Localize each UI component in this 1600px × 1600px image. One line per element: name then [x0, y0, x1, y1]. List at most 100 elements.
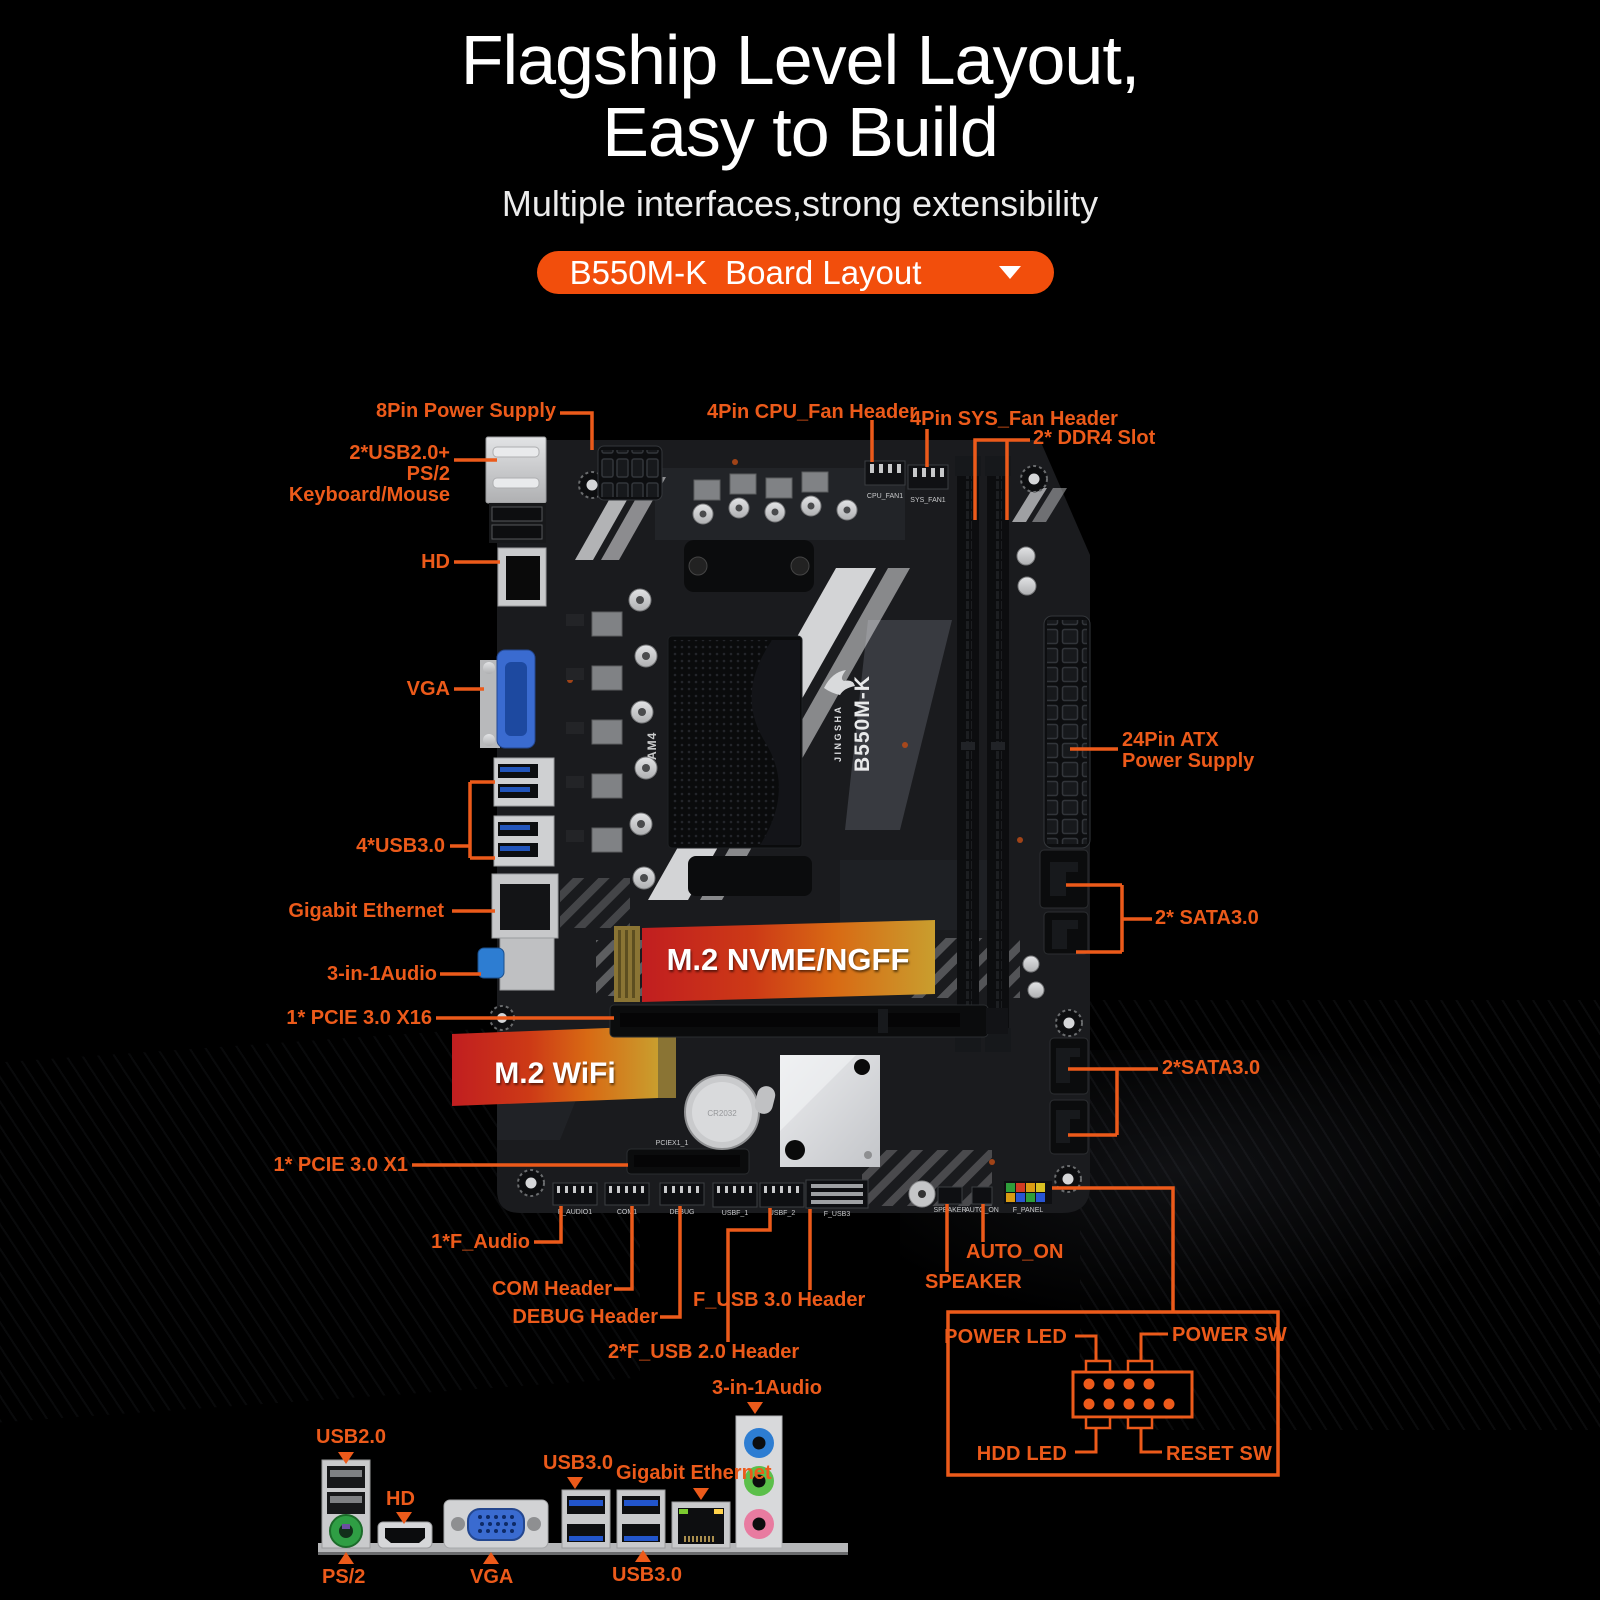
f-panel-header: [1004, 1181, 1052, 1204]
callout-sys-fan: 4Pin SYS_Fan Header: [910, 408, 1118, 430]
io-usb3-stack-1: [561, 1489, 611, 1549]
callout-f-usb2: 2*F_USB 2.0 Header: [608, 1341, 800, 1363]
vga-arrow-icon: [483, 1552, 499, 1564]
callout-usb2-line1: 2*USB2.0+: [349, 442, 450, 464]
svg-text:F_AUDIO1: F_AUDIO1: [558, 1209, 592, 1216]
callout-usb2-line3: Keyboard/Mouse: [288, 484, 450, 506]
board-layout-selector[interactable]: B550M-K Board Layout: [537, 251, 1054, 294]
socket-text: AM4: [645, 732, 659, 760]
io-usb2-ps2: [321, 1459, 371, 1549]
io-label-ps2: PS/2: [322, 1566, 366, 1588]
callout-pcie-x1: 1* PCIE 3.0 X1: [273, 1154, 408, 1176]
usb20-arrow-icon: [338, 1452, 354, 1464]
svg-text:DEBUG: DEBUG: [670, 1209, 695, 1216]
io-audio: [735, 1415, 783, 1549]
hd-arrow-icon: [396, 1512, 412, 1524]
cmos-battery: CR2032: [684, 1074, 760, 1150]
callout-sata-upper: 2* SATA3.0: [1155, 907, 1259, 929]
svg-text:COM1: COM1: [617, 1209, 637, 1216]
io-ethernet: [671, 1501, 731, 1549]
bottom-headers: CPU_FAN1 SYS_FAN1 F_AUDIO1 COM1 DEBUG US…: [552, 493, 1052, 1218]
callout-ethernet: Gigabit Ethernet: [288, 900, 444, 922]
callout-8pin-power: 8Pin Power Supply: [375, 400, 556, 422]
callout-f-usb3: F_USB 3.0 Header: [693, 1289, 866, 1311]
callout-com: COM Header: [491, 1278, 612, 1300]
io-label-usb20: USB2.0: [316, 1426, 387, 1448]
io-label-usb30-bottom: USB3.0: [612, 1564, 683, 1586]
svg-text:USBF_1: USBF_1: [722, 1210, 749, 1217]
cpu-fan-header: [864, 460, 906, 486]
page-title: Flagship Level Layout, Easy to Build: [0, 24, 1600, 168]
io-hdmi: [377, 1521, 433, 1549]
chipset-heatsink: [780, 1055, 880, 1167]
fp-hdd-led-label: HDD LED: [976, 1443, 1067, 1465]
svg-text:CPU_FAN1: CPU_FAN1: [867, 493, 903, 500]
callout-vga: VGA: [406, 678, 450, 700]
io-usb3-stack-2: [616, 1489, 666, 1549]
io-label-audio: 3-in-1Audio: [712, 1377, 822, 1399]
cpu-socket: [667, 540, 814, 896]
ddr4-slots: [955, 456, 1011, 1052]
atx-24pin-connector: [1043, 615, 1091, 849]
title-line-1: Flagship Level Layout,: [460, 21, 1140, 99]
pcie-x16-slot: [609, 1004, 1008, 1038]
audio-arrow-icon: [747, 1402, 763, 1414]
crystal-oscillator: [754, 1086, 776, 1114]
callout-usb3: 4*USB3.0: [356, 835, 445, 857]
svg-text:F_USB3: F_USB3: [824, 1211, 851, 1218]
callout-cpu-fan: 4Pin CPU_Fan Header: [707, 401, 918, 423]
battery-text: CR2032: [707, 1109, 737, 1118]
callout-atx24-line2: Power Supply: [1122, 750, 1255, 772]
callout-pcie-x16: 1* PCIE 3.0 X16: [286, 1007, 432, 1029]
m2-nvme-slot: [614, 920, 935, 1002]
callout-hd: HD: [421, 551, 450, 573]
callout-audio: 3-in-1Audio: [327, 963, 437, 985]
selector-label: Board Layout: [725, 253, 922, 291]
m2-nvme-label: M.2 NVME/NGFF: [666, 942, 910, 977]
fp-power-led-label: POWER LED: [944, 1326, 1067, 1348]
io-vga: [443, 1499, 549, 1549]
callout-atx24: 24Pin ATX Power Supply: [1122, 730, 1254, 772]
callout-speaker: SPEAKER: [925, 1271, 1022, 1293]
board-silkscreen-brand: JINGSHA B550M-K AM4: [645, 670, 874, 772]
svg-text:SPEAKER: SPEAKER: [933, 1207, 966, 1214]
pcie-x1-slot: [626, 1148, 750, 1175]
callout-atx24-line1: 24Pin ATX: [1122, 729, 1219, 751]
m2-wifi-label: M.2 WiFi: [494, 1057, 616, 1090]
fp-reset-sw-label: RESET SW: [1166, 1443, 1273, 1465]
selector-model: B550M-K: [569, 253, 708, 291]
io-label-vga: VGA: [470, 1566, 514, 1588]
svg-text:USBF_2: USBF_2: [769, 1210, 796, 1217]
model-text: B550M-K: [851, 675, 874, 772]
chevron-down-icon: [999, 266, 1022, 279]
brand-text: JINGSHA: [833, 704, 843, 762]
io-panel: [318, 1402, 848, 1564]
callout-auto-on: AUTO_ON: [966, 1241, 1064, 1263]
callout-sata-lower: 2*SATA3.0: [1162, 1057, 1261, 1079]
ethernet-arrow-icon: [693, 1488, 709, 1500]
sys-fan-header: [907, 464, 949, 490]
callout-ddr4: 2* DDR4 Slot: [1033, 427, 1156, 449]
callout-leader-lines: [412, 411, 1175, 1342]
callout-f-audio: 1*F_Audio: [431, 1231, 530, 1253]
io-panel-arrows: [338, 1402, 763, 1564]
svg-text:PCIEX1_1: PCIEX1_1: [656, 1140, 689, 1147]
usb30-top-arrow-icon: [567, 1477, 583, 1489]
board-rear-io: [477, 436, 559, 991]
m2-wifi-slot: [452, 1026, 676, 1106]
usb30-bottom-arrow-icon: [635, 1550, 651, 1562]
io-label-ethernet: Gigabit Ethernet: [616, 1462, 772, 1484]
front-panel-pin-diagram: [946, 1310, 1280, 1477]
io-label-usb30-top: USB3.0: [543, 1452, 614, 1474]
sata-ports: [1039, 849, 1089, 1155]
callout-debug: DEBUG Header: [512, 1306, 658, 1328]
svg-text:F_PANEL: F_PANEL: [1013, 1207, 1044, 1214]
io-label-hd: HD: [386, 1488, 415, 1510]
svg-text:SYS_FAN1: SYS_FAN1: [910, 497, 946, 504]
vrm-components: [566, 471, 1045, 999]
fp-power-sw-label: POWER SW: [1172, 1324, 1287, 1346]
callout-usb2-ps2: 2*USB2.0+ PS/2 Keyboard/Mouse: [289, 443, 450, 506]
ps2-arrow-icon: [338, 1552, 354, 1564]
